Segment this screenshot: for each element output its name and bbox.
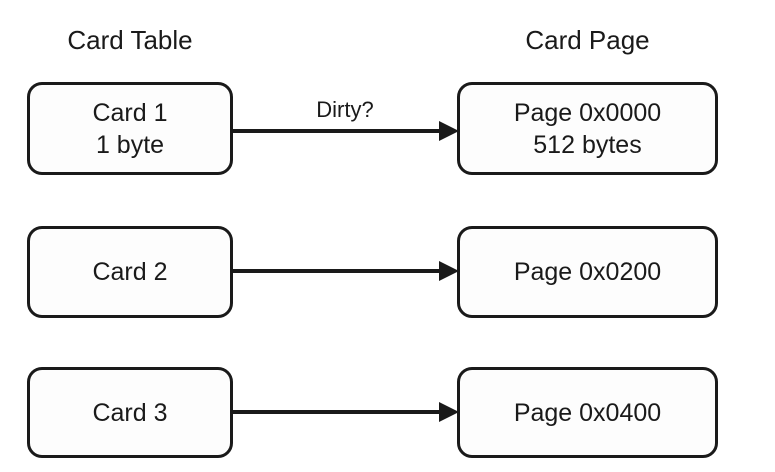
column-header-card-page: Card Page — [525, 25, 650, 55]
arrow-card-3-to-page-3 — [231, 402, 459, 422]
card-node-1-size: 1 byte — [95, 130, 165, 159]
page-node-2[interactable]: Page 0x0200 — [457, 226, 718, 318]
page-node-2-title: Page 0x0200 — [513, 258, 662, 286]
page-node-1-title: Page 0x0000 — [513, 98, 662, 127]
card-node-1[interactable]: Card 1 1 byte — [27, 82, 233, 175]
arrow-card-2-to-page-2 — [231, 261, 459, 281]
page-node-1-size: 512 bytes — [533, 130, 642, 159]
card-node-1-title: Card 1 — [92, 98, 168, 127]
card-node-3[interactable]: Card 3 — [27, 367, 233, 458]
page-node-1[interactable]: Page 0x0000 512 bytes — [457, 82, 718, 175]
page-node-3[interactable]: Page 0x0400 — [457, 367, 718, 458]
page-node-3-title: Page 0x0400 — [513, 398, 662, 427]
card-node-2[interactable]: Card 2 — [27, 226, 233, 318]
edge-label-dirty: Dirty? — [316, 97, 374, 122]
column-header-card-table: Card Table — [67, 25, 193, 55]
arrow-card-1-to-page-1 — [231, 121, 459, 141]
card-node-2-title: Card 2 — [92, 258, 168, 286]
card-node-3-title: Card 3 — [92, 398, 168, 427]
